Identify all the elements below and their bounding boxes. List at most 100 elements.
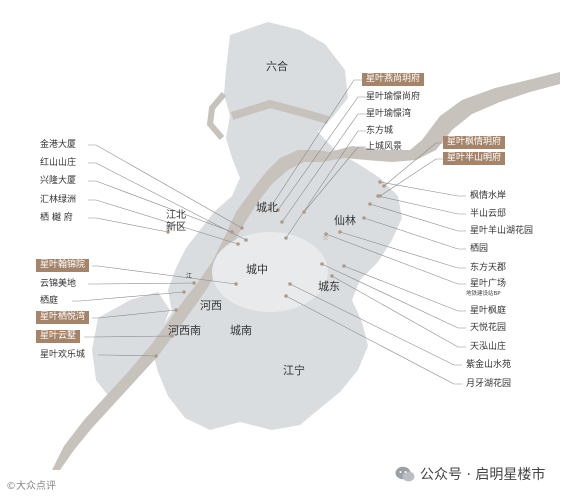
leader-yunxi <box>84 335 173 338</box>
label-qiting[interactable]: 栖庭 <box>40 296 59 306</box>
pin-yunjin <box>192 281 196 285</box>
label-zijin[interactable]: 紫金山水苑 <box>466 360 512 370</box>
label-dongfang-tianjun[interactable]: 东方天郡 <box>470 263 507 273</box>
land-west <box>92 292 170 398</box>
label-huanle[interactable]: 星叶欢乐城 <box>40 350 86 360</box>
label-guangchang[interactable]: 星叶广场 <box>470 279 507 289</box>
district-chengnan: 城南 <box>230 324 252 337</box>
label-dongfang-cheng[interactable]: 东方城 <box>366 126 394 136</box>
label-qixia[interactable]: 栖 樾 府 <box>40 213 73 223</box>
pin-dongfang-cheng <box>284 236 288 240</box>
star-marker-icon: ☆ <box>322 233 329 242</box>
label-yuxi-wan[interactable]: 星叶瑜憬湾 <box>366 109 412 119</box>
leader-xinglong <box>88 180 233 233</box>
leader-shangcheng <box>303 146 366 213</box>
district-jiangbei: 江北新区 <box>166 210 186 234</box>
district-chengzhong: 城中 <box>246 263 268 276</box>
pin-qixia <box>166 230 170 234</box>
leader-qiting <box>72 291 185 302</box>
pin-xinglong <box>230 230 234 234</box>
leader-dongfang-cheng <box>285 130 366 239</box>
label-fengqing-yue[interactable]: 星叶枫情玥府 <box>443 136 506 149</box>
district-jiang-small: 江 <box>186 273 193 280</box>
label-yuxi-shang[interactable]: 星叶瑜憬尚府 <box>366 92 421 102</box>
district-jiangning: 江宁 <box>283 364 305 377</box>
label-yunjin[interactable]: 云锦美地 <box>40 279 77 289</box>
leader-fengqing-yue <box>383 142 443 187</box>
district-chengdong: 城东 <box>318 280 340 293</box>
leader-dongfang-tianjun <box>339 231 466 269</box>
pin-banshan-yunbu <box>376 194 380 198</box>
pin-huilin <box>236 242 240 246</box>
pin-tianzhu <box>330 274 334 278</box>
label-fengting[interactable]: 星叶枫庭 <box>470 306 507 316</box>
leader-yuxi-wan <box>281 113 366 223</box>
brand-text: 公众号 · 启明星楼市 <box>420 467 546 483</box>
label-hanjin[interactable]: 星叶翰锦院 <box>36 259 90 272</box>
leader-yueya <box>285 295 462 385</box>
pin-qiyuewan <box>174 308 178 312</box>
leader-tianzhu <box>331 275 466 348</box>
pin-qiyuan <box>362 216 366 220</box>
pin-jinguang <box>240 226 244 230</box>
label-yunxi[interactable]: 星叶云墅 <box>36 330 81 343</box>
label-banshan-ming[interactable]: 星叶半山明府 <box>443 152 506 165</box>
pin-hongshan <box>244 238 248 242</box>
pin-yueya <box>284 294 288 298</box>
label-qiyuewan[interactable]: 星叶栖悦湾 <box>36 311 90 324</box>
label-shangcheng[interactable]: 上城风景 <box>366 142 403 152</box>
leader-qixia <box>88 217 169 233</box>
district-hexi: 河西 <box>200 299 222 312</box>
label-huilin[interactable]: 汇林绿洲 <box>40 195 77 205</box>
label-yangshan[interactable]: 星叶羊山湖花园 <box>470 226 534 236</box>
leader-yuxi-shang <box>277 96 366 211</box>
leader-banshan-yunbu <box>377 195 466 215</box>
pin-tianyue <box>320 262 324 266</box>
label-tianzhu[interactable]: 天泓山庄 <box>470 342 507 352</box>
location-pins: ☆ <box>154 180 386 358</box>
pin-dongfang-tianjun <box>338 230 342 234</box>
label-yueya[interactable]: 月牙湖花园 <box>466 379 512 389</box>
leader-jinguang <box>88 144 243 229</box>
leader-fengting <box>343 265 466 312</box>
river-branch-inner <box>206 92 227 140</box>
yangtze-river <box>52 72 560 470</box>
label-guangchang-sub: 地铁建设站BP <box>466 291 501 297</box>
source-watermark: ©大众点评 <box>6 481 56 492</box>
district-jiangbei-2: 新区 <box>166 222 186 233</box>
label-banshan-yunbu[interactable]: 半山云邸 <box>470 209 507 219</box>
pin-hanjin <box>234 282 238 286</box>
label-xinglong[interactable]: 兴隆大厦 <box>40 176 77 186</box>
wechat-icon <box>395 466 415 481</box>
pin-qiting <box>182 290 186 294</box>
leader-banshan-ming <box>379 158 443 197</box>
leader-fengqing-shuian <box>379 181 466 197</box>
pin-fengqing-shuian <box>378 180 382 184</box>
leader-qiyuan <box>363 217 466 250</box>
leader-huilin <box>88 199 239 245</box>
pin-fengqing-yue <box>382 184 386 188</box>
leader-hanjin <box>92 265 237 285</box>
district-luhe: 六合 <box>266 60 288 73</box>
leader-qiyuewan <box>92 309 177 319</box>
district-jiangbei-1: 江北 <box>166 210 186 221</box>
label-jinguang[interactable]: 金港大厦 <box>40 140 77 150</box>
city-core <box>212 232 328 312</box>
leader-yangshan <box>369 203 466 232</box>
leader-hongshan <box>88 162 247 241</box>
leader-guangchang <box>325 233 466 285</box>
label-qiyuan[interactable]: 栖园 <box>470 244 489 254</box>
pin-yuxi-wan <box>280 220 284 224</box>
pin-yuxi-shang <box>276 208 280 212</box>
label-hongshan[interactable]: 红山山庄 <box>40 158 77 168</box>
land-main <box>152 22 402 430</box>
label-fengqing-shuian[interactable]: 枫情水岸 <box>470 191 507 201</box>
label-yanshang[interactable]: 星叶燕尚玥府 <box>362 73 425 86</box>
label-tianyue[interactable]: 天悦花园 <box>470 323 507 333</box>
pin-guangchang <box>324 232 328 236</box>
leader-yanshang <box>269 79 362 209</box>
pin-shangcheng <box>302 210 306 214</box>
district-chengbei: 城北 <box>256 201 278 214</box>
